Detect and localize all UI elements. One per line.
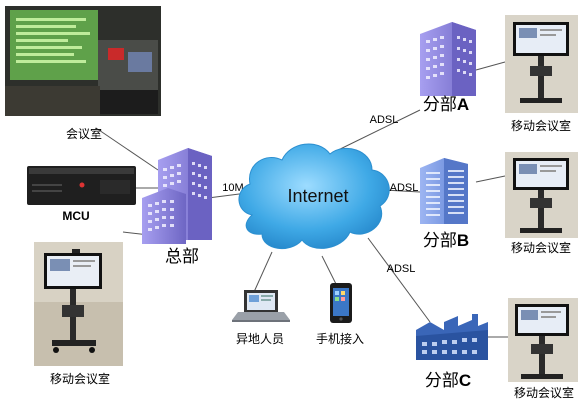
internet-label: Internet: [287, 186, 348, 206]
connection-lines: [95, 61, 508, 338]
conference-room-photo: [5, 6, 161, 116]
branch-c-link-label: ADSL: [387, 263, 416, 275]
branch-b-terminal-photo: [505, 152, 578, 238]
hq-uplink-label: 10M: [222, 182, 243, 194]
video-conference-terminal-icon: [44, 249, 102, 353]
laptop-icon: [232, 290, 290, 322]
hq-label: 总部: [165, 247, 199, 267]
conference-room-label: 会议室: [66, 126, 102, 141]
branch-a-terminal-photo: [505, 15, 578, 113]
hq-mobile-room-photo: [34, 242, 123, 366]
link-internet-phone: [321, 255, 337, 285]
link-internet-branch-b: [383, 189, 421, 193]
tower-building-icon: [420, 158, 468, 224]
mobile-access-label: 手机接入: [316, 331, 364, 346]
video-conference-terminal-icon: [513, 158, 569, 233]
office-building-icon: [142, 148, 212, 244]
branch-c-room-label: 移动会议室: [514, 385, 574, 400]
rack-server-icon: [27, 166, 136, 205]
internet-cloud: [238, 143, 390, 249]
smartphone-icon: [330, 283, 352, 323]
hq-mobile-room-label: 移动会议室: [50, 371, 110, 386]
branch-b-link-label: ADSL: [390, 182, 419, 194]
link-internet-branch-c: [367, 237, 431, 323]
branch-a-label: 分部A: [423, 95, 469, 115]
mcu-label: MCU: [62, 209, 89, 223]
video-conference-terminal-icon: [513, 22, 569, 103]
link-internet-laptop: [253, 251, 273, 293]
tower-building-icon: [420, 22, 476, 96]
branch-c-label: 分部C: [425, 371, 471, 391]
branch-b-label: 分部B: [423, 231, 469, 251]
branch-b-room-label: 移动会议室: [511, 240, 571, 255]
branch-c-terminal-photo: [508, 298, 578, 382]
branch-a-link-label: ADSL: [370, 114, 399, 126]
link-room-hq: [95, 127, 159, 171]
branch-a-room-label: 移动会议室: [511, 118, 571, 133]
hq-windows: [148, 162, 207, 231]
remote-staff-label: 异地人员: [236, 332, 284, 346]
link-branch-b-terminal: [475, 175, 506, 183]
link-branch-a-terminal: [475, 61, 506, 71]
factory-building-icon: [416, 314, 488, 360]
link-internet-branch-a: [327, 109, 421, 156]
video-conference-terminal-icon: [515, 304, 569, 379]
